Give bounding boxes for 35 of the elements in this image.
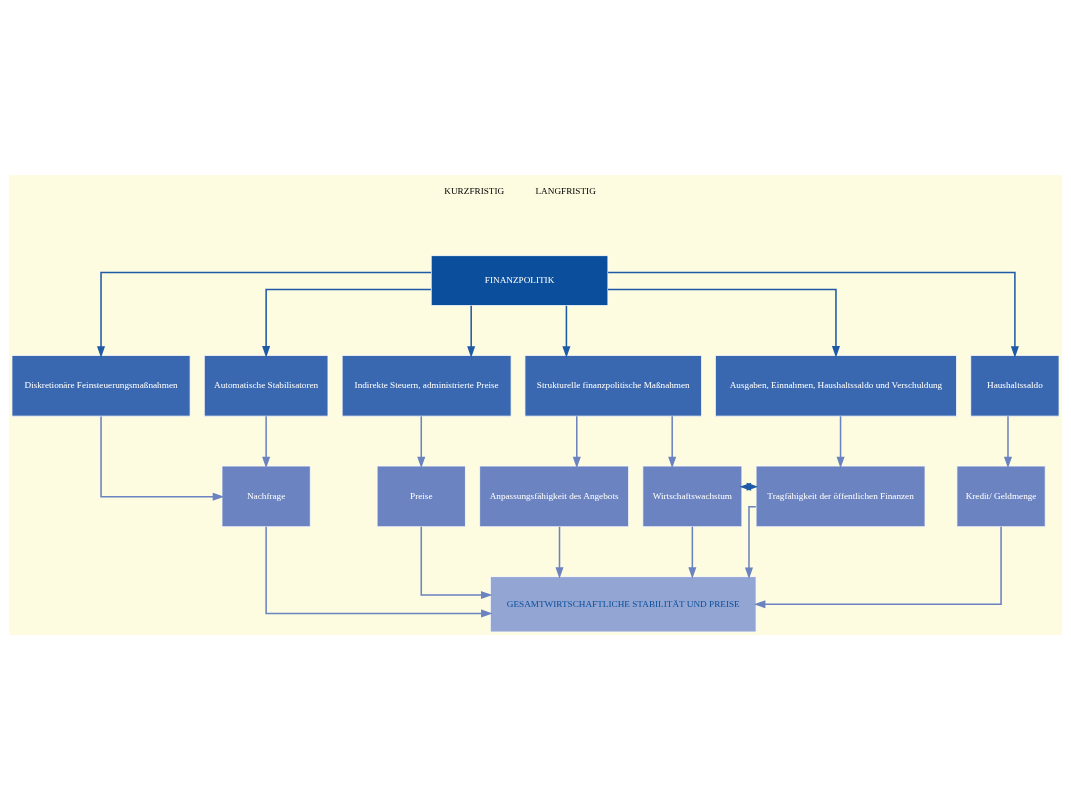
node-box: Strukturelle finanzpolitische Maßnahmen	[524, 355, 702, 417]
label: LANGFRISTIG	[535, 186, 596, 197]
arrow	[262, 415, 271, 469]
arrow	[753, 525, 1002, 609]
arrow	[420, 526, 493, 600]
arrow	[836, 415, 845, 469]
node-box: Nachfrage	[221, 465, 311, 528]
node-box: FINANZPOLITIK	[430, 255, 609, 306]
node-box: Haushaltssaldo	[970, 355, 1060, 417]
node-box: Ausgaben, Einnahmen, Haushaltssaldo und Verschuldung	[715, 355, 957, 417]
node-box: Tragfähigkeit der öffentlichen Finanzen	[755, 465, 926, 528]
arrow	[668, 415, 677, 469]
node-box: Indirekte Steuern, administrierte Preise	[341, 355, 512, 417]
arrow	[562, 305, 571, 358]
node-box: Diskretionäre Feinsteuerungsmaßnahmen	[11, 355, 191, 417]
arrow	[607, 288, 840, 358]
arrow	[607, 271, 1019, 358]
label: KURZFRISTIG	[444, 186, 505, 197]
arrow	[744, 506, 757, 579]
arrow	[467, 305, 476, 358]
node-box: GESAMTWIRTSCHAFTLICHE STABILITÄT UND PREISE	[490, 576, 757, 633]
arrow	[262, 288, 432, 358]
arrow	[1003, 415, 1013, 469]
node-box: Anpassungsfähigkeit des Angebots	[479, 465, 629, 528]
arrow	[572, 415, 581, 469]
arrow	[417, 415, 426, 469]
arrow	[555, 525, 564, 579]
arrow	[97, 271, 432, 358]
node-box: Automatische Stabilisatoren	[203, 355, 329, 417]
node-box: Preise	[376, 465, 466, 528]
arrow	[688, 525, 697, 579]
arrow	[100, 415, 225, 501]
node-box: Wirtschaftswachstum	[642, 465, 743, 528]
node-box: Kredit/ Geldmenge	[956, 465, 1046, 528]
arrow	[265, 526, 493, 618]
